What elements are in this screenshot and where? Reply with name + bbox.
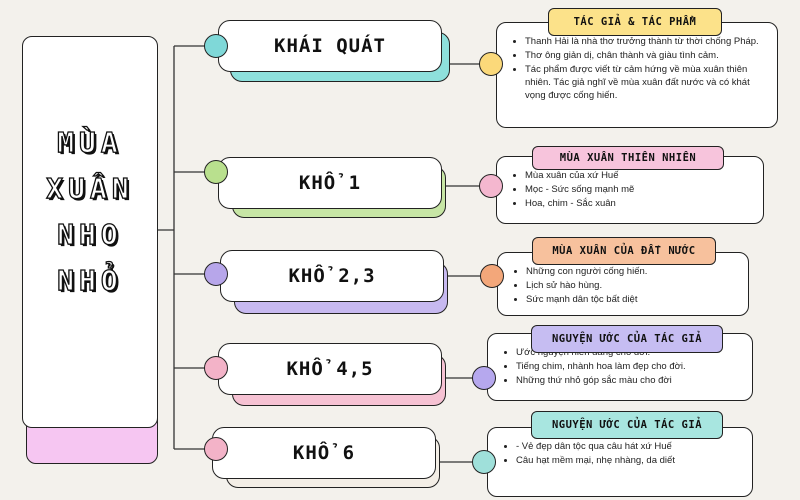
detail-tag: MÙA XUÂN CỦA ĐẤT NƯỚC [532,237,716,265]
branch-title: KHỔ 6 [292,442,356,464]
detail-dot [479,174,503,198]
detail-item: Những con người cống hiến. [526,265,738,278]
branch-pill-khai-quat: KHÁI QUÁT [218,20,442,72]
detail-item: Tiếng chim, nhành hoa làm đẹp cho đời. [516,360,742,373]
detail-dot [480,264,504,288]
detail-tag: NGUYỆN ƯỚC CỦA TÁC GIẢ [531,411,723,439]
branch-pill-kho-2-3: KHỔ 2,3 [220,250,444,302]
detail-tag: TÁC GIẢ & TÁC PHẨM [548,8,722,36]
detail-item: Thanh Hải là nhà thơ trưởng thành từ thờ… [525,35,767,48]
detail-item: Sức mạnh dân tộc bất diệt [526,293,738,306]
detail-dot [472,450,496,474]
root-title: MÙA XUÂN NHO NHỎ [40,120,140,304]
root-card [22,36,158,428]
detail-item: Thơ ông giản dị, chân thành và giàu tình… [525,49,767,62]
detail-item: Lịch sử hào hùng. [526,279,738,292]
branch-title: KHỔ 1 [298,172,362,194]
branch-dot [204,356,228,380]
detail-item: Tác phẩm được viết từ cảm hứng về mùa xu… [525,63,767,102]
detail-tag: NGUYỆN ƯỚC CỦA TÁC GIẢ [531,325,723,353]
branch-title: KHỔ 4,5 [286,358,374,380]
branch-pill-kho-1: KHỔ 1 [218,157,442,209]
branch-pill-kho-6: KHỔ 6 [212,427,436,479]
root-title-line: NHỎ [57,263,123,297]
branch-pill-kho-4-5: KHỔ 4,5 [218,343,442,395]
detail-item: - Vẻ đẹp dân tộc qua câu hát xứ Huế [516,440,742,453]
root-title-line: NHO [57,217,123,251]
detail-item: Mùa xuân của xứ Huế [525,169,753,182]
detail-dot [472,366,496,390]
detail-dot [479,52,503,76]
branch-title: KHỔ 2,3 [288,265,376,287]
detail-card: Thanh Hải là nhà thơ trưởng thành từ thờ… [496,22,778,128]
branch-dot [204,160,228,184]
detail-item: Những thứ nhỏ góp sắc màu cho đời [516,374,742,387]
detail-item: Câu hạt mềm mại, nhẹ nhàng, da diết [516,454,742,467]
detail-item: Hoa, chim - Sắc xuân [525,197,753,210]
branch-title: KHÁI QUÁT [274,35,386,57]
detail-item: Mọc - Sức sống mạnh mẽ [525,183,753,196]
root-title-line: MÙA [57,125,123,159]
branch-dot [204,437,228,461]
branch-dot [204,34,228,58]
branch-dot [204,262,228,286]
root-title-line: XUÂN [46,171,134,205]
detail-tag: MÙA XUÂN THIÊN NHIÊN [532,146,724,170]
